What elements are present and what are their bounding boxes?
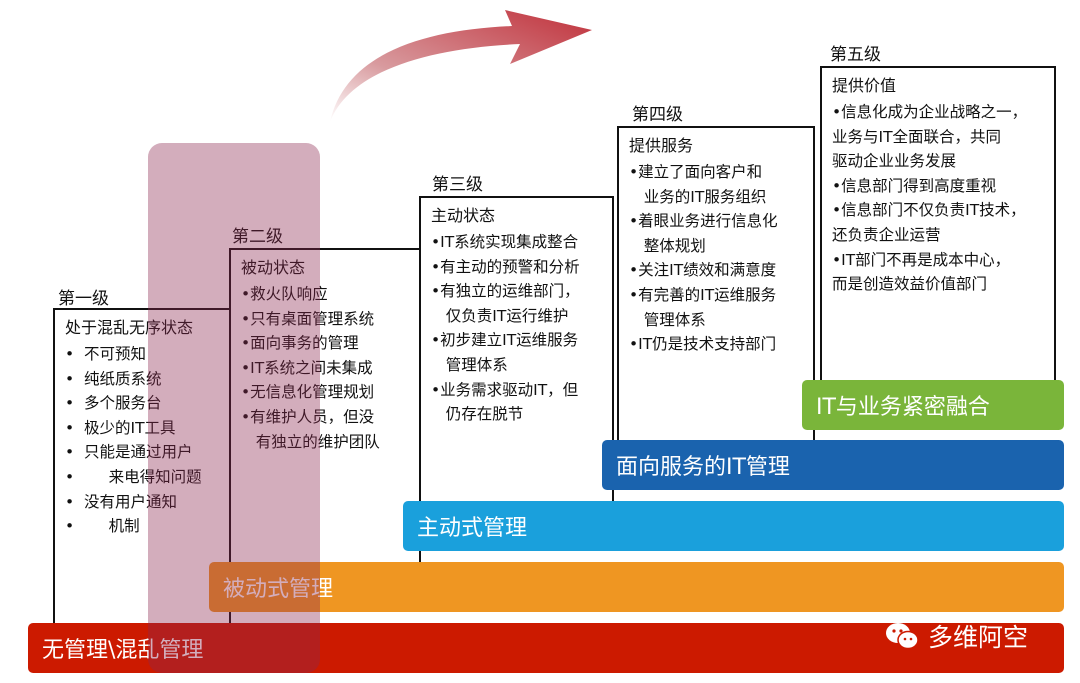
list-item: •无信息化管理规划 [241,383,375,402]
level-3-box: 主动状态 •IT系统实现集成整合 •有主动的预警和分析 •有独立的运维部门， 仅… [419,196,614,506]
list-item: •信息化成为企业战略之一， [832,103,1028,121]
level-4-label: 第四级 [632,105,683,125]
list-item: •建立了面向客户和 [629,163,763,181]
level-4-box: 提供服务 •建立了面向客户和 业务的IT服务组织 •着眼业务进行信息化 整体规划… [617,126,815,446]
list-item: •IT部门不再是成本中心， [832,250,1011,269]
list-item: •IT系统之间未集成 [241,358,373,377]
level-5-box: 提供价值 •信息化成为企业战略之一， 业务与IT全面联合，共同 驱动企业业务发展… [820,66,1056,386]
list-item: 驱动企业业务发展 [832,152,957,171]
list-item: • 没有用户通知 [65,492,177,511]
list-item: •有独立的运维部门， [431,282,580,301]
level-2-label: 第二级 [232,227,283,247]
list-item: •关注IT绩效和满意度 [629,261,777,280]
list-item: 整体规划 [629,236,706,255]
level-3-items: •IT系统实现集成整合 •有主动的预警和分析 •有独立的运维部门， 仅负责IT运… [421,230,612,427]
bar-level-3: 主动式管理 [403,501,1064,551]
level-1-box: 处于混乱无序状态 • 不可预知 • 纯纸质系统 • 多个服务台 • 极少的IT工… [53,308,231,628]
level-4-title: 提供服务 [629,136,694,155]
level-5-title: 提供价值 [832,76,897,95]
list-item: •着眼业务进行信息化 [629,212,778,231]
level-1-items: • 不可预知 • 纯纸质系统 • 多个服务台 • 极少的IT工具 • 只能是通过… [55,342,229,539]
level-2-box: 被动状态 •救火队响应 •只有桌面管理系统 •面向事务的管理 •IT系统之间未集… [229,248,421,578]
watermark: 多维阿空 [884,618,1028,654]
bar-level-5: IT与业务紧密融合 [802,380,1064,430]
level-4-items: •建立了面向客户和 业务的IT服务组织 •着眼业务进行信息化 整体规划 •关注I… [619,160,813,357]
wechat-icon [886,623,919,650]
list-item: •有主动的预警和分析 [431,257,580,276]
list-item: •有完善的IT运维服务 [629,285,777,304]
bar-level-4: 面向服务的IT管理 [602,440,1064,490]
list-item: 业务的IT服务组织 [629,187,767,206]
list-item: 有独立的维护团队 [241,432,380,451]
list-item: •业务需求驱动IT，但 [431,380,579,399]
list-item: •信息部门不仅负责IT技术， [832,201,1026,220]
list-item: •只有桌面管理系统 [241,309,375,328]
list-item: • 只能是通过用户 [65,443,193,462]
bar-level-2: 被动式管理 [209,562,1064,612]
level-1-label: 第一级 [58,289,109,309]
list-item: • 来电得知问题 [65,467,202,486]
list-item: •救火队响应 [241,285,328,303]
list-item: • 多个服务台 [65,394,162,413]
list-item: •IT系统实现集成整合 [431,233,579,251]
watermark-text: 多维阿空 [928,623,1029,652]
list-item: 仅负责IT运行维护 [431,306,569,325]
list-item: • 纯纸质系统 [65,369,162,388]
list-item: 而是创造效益价值部门 [832,275,988,294]
level-5-label: 第五级 [830,45,881,65]
level-3-title: 主动状态 [431,206,496,225]
list-item: •初步建立IT运维服务 [431,331,579,350]
list-item: 管理体系 [629,310,706,329]
list-item: •信息部门得到高度重视 [832,176,997,195]
list-item: 还负责企业运营 [832,225,941,244]
level-2-title: 被动状态 [241,258,306,277]
list-item: • 极少的IT工具 [65,418,176,437]
level-2-items: •救火队响应 •只有桌面管理系统 •面向事务的管理 •IT系统之间未集成 •无信… [231,282,419,454]
list-item: •有维护人员，但没 [241,407,375,426]
list-item: •IT仍是技术支持部门 [629,335,777,354]
list-item: • 不可预知 [65,345,146,363]
list-item: 管理体系 [431,355,508,374]
list-item: •面向事务的管理 [241,334,359,353]
level-1-title: 处于混乱无序状态 [65,318,194,337]
level-2-highlight [148,143,320,673]
list-item: 业务与IT全面联合，共同 [832,127,1002,146]
growth-arrow [330,10,592,122]
level-5-items: •信息化成为企业战略之一， 业务与IT全面联合，共同 驱动企业业务发展 •信息部… [822,100,1054,297]
list-item: • 机制 [65,517,140,536]
list-item: 仍存在脱节 [431,405,524,424]
level-3-label: 第三级 [432,175,483,195]
